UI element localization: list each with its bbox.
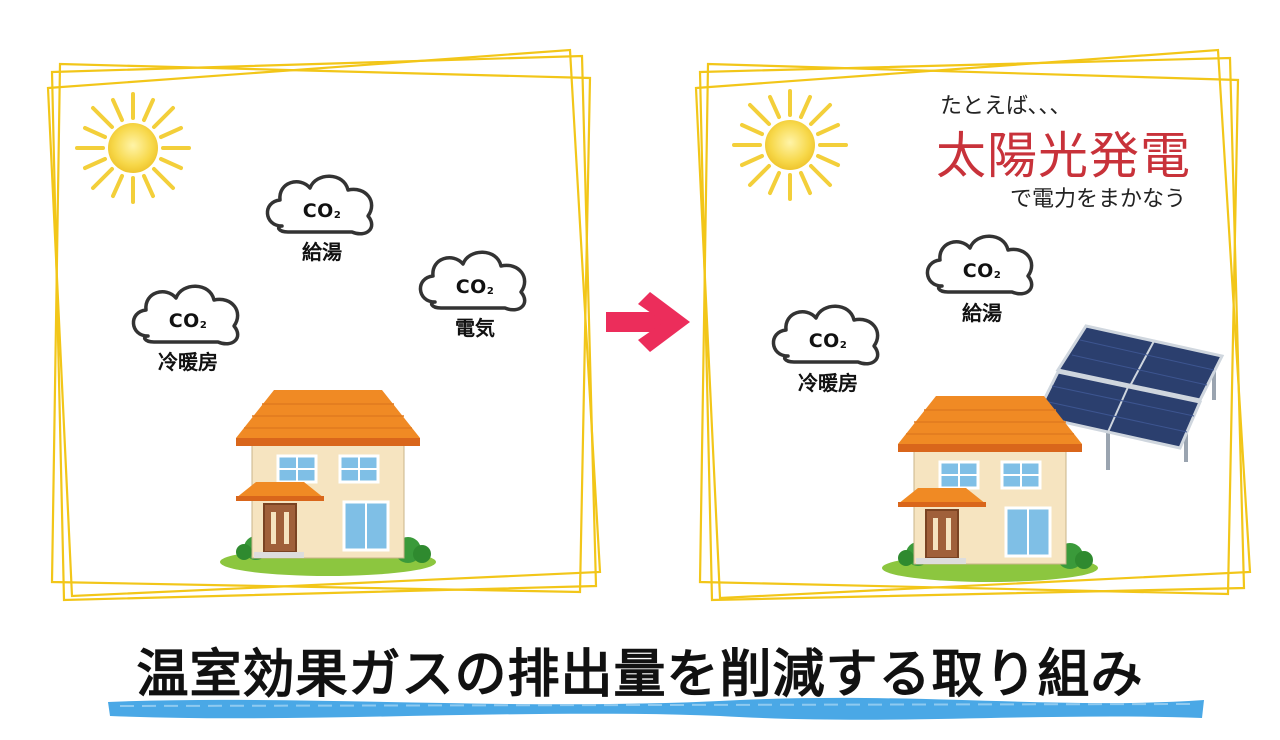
solar-power-subtext: で電力をまかなう bbox=[1010, 187, 1187, 212]
left-frame bbox=[46, 48, 602, 602]
cloud-label-hot-water: 給湯 bbox=[302, 240, 342, 264]
right-frame bbox=[694, 48, 1252, 602]
intro-text: たとえば､､､ bbox=[940, 94, 1062, 119]
sun-icon bbox=[75, 92, 191, 204]
co2-label: CO2 bbox=[455, 276, 495, 298]
house-icon bbox=[880, 394, 1100, 584]
sun-icon bbox=[732, 89, 848, 201]
house-icon bbox=[218, 388, 438, 578]
cloud-label-heating-cooling: 冷暖房 bbox=[798, 371, 858, 395]
title-underline bbox=[108, 697, 1204, 720]
solar-power-heading: 太陽光発電 bbox=[936, 127, 1191, 185]
cloud-label-heating-cooling: 冷暖房 bbox=[158, 350, 218, 374]
co2-label: CO2 bbox=[962, 260, 1002, 282]
cloud-label-electricity: 電気 bbox=[455, 316, 495, 340]
cloud-label-hot-water: 給湯 bbox=[962, 301, 1002, 325]
page-title: 温室効果ガスの排出量を削減する取り組み bbox=[136, 645, 1144, 705]
co2-label: CO2 bbox=[168, 310, 208, 332]
arrow-right-icon bbox=[606, 292, 690, 352]
co2-label: CO2 bbox=[808, 330, 848, 352]
co2-label: CO2 bbox=[302, 200, 342, 222]
